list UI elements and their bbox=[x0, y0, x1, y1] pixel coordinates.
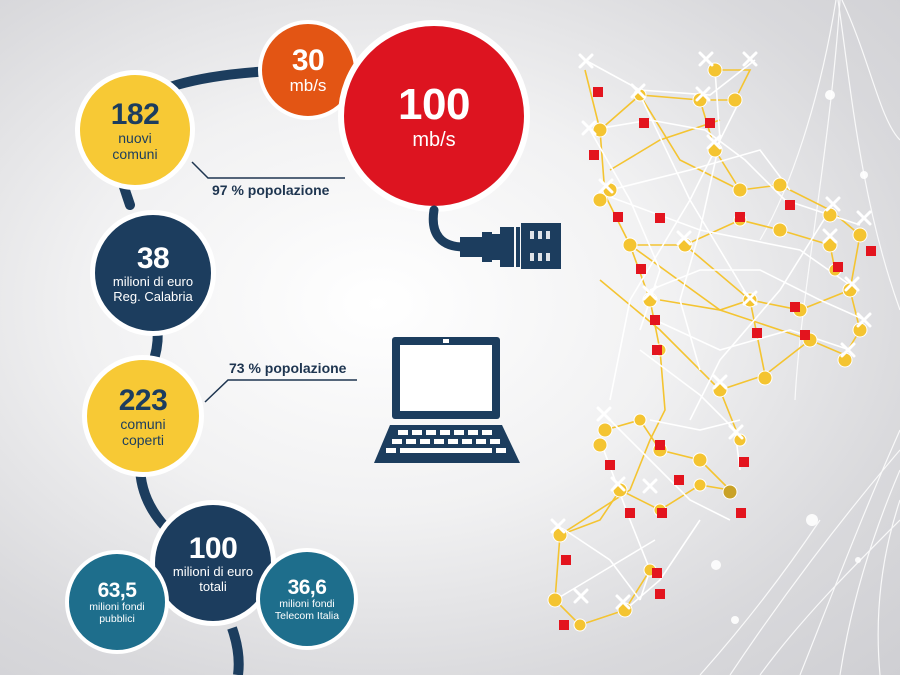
new-municipalities-value: 182 bbox=[110, 98, 160, 132]
ethernet-cable-icon bbox=[428, 205, 561, 269]
speed-30-label: mb/s bbox=[289, 76, 327, 96]
regional-funds-label-2: Reg. Calabria bbox=[113, 288, 193, 304]
leader-line-97 bbox=[191, 161, 345, 179]
new-municipalities-label-1: nuovi bbox=[118, 130, 152, 147]
speed-100-circle: 100 mb/s bbox=[338, 20, 530, 212]
total-funds-label-2: totali bbox=[199, 578, 227, 594]
laptop-icon bbox=[374, 337, 520, 463]
new-municipalities-label-2: comuni bbox=[112, 145, 158, 162]
total-funds-value: 100 bbox=[188, 532, 238, 566]
public-funds-label-1: milioni fondi bbox=[89, 601, 145, 613]
regional-funds-value: 38 bbox=[136, 242, 170, 276]
covered-municipalities-circle: 223 comuni coperti bbox=[82, 355, 204, 477]
telecom-funds-value: 36,6 bbox=[287, 575, 327, 599]
speed-30-value: 30 bbox=[291, 44, 325, 78]
telecom-funds-label-1: milioni fondi bbox=[279, 598, 335, 610]
total-funds-label-1: milioni di euro bbox=[172, 564, 254, 580]
leader-line-73 bbox=[204, 379, 357, 403]
public-funds-value: 63,5 bbox=[97, 578, 137, 602]
covered-municipalities-label-1: comuni bbox=[120, 416, 166, 433]
regional-funds-label-1: milioni di euro bbox=[112, 274, 194, 290]
speed-100-label: mb/s bbox=[412, 129, 456, 152]
population-73-note: 73 % popolazione bbox=[229, 360, 347, 376]
population-97-note: 97 % popolazione bbox=[212, 182, 330, 198]
public-funds-circle: 63,5 milioni fondi pubblici bbox=[65, 550, 169, 654]
covered-municipalities-value: 223 bbox=[118, 384, 168, 418]
speed-100-value: 100 bbox=[398, 79, 470, 129]
regional-funds-circle: 38 milioni di euro Reg. Calabria bbox=[90, 210, 216, 336]
covered-municipalities-label-2: coperti bbox=[121, 431, 165, 448]
telecom-funds-label-2: Telecom Italia bbox=[274, 609, 340, 622]
new-municipalities-circle: 182 nuovi comuni bbox=[75, 70, 195, 190]
public-funds-label-2: pubblici bbox=[99, 612, 135, 625]
telecom-funds-circle: 36,6 milioni fondi Telecom Italia bbox=[256, 548, 358, 650]
